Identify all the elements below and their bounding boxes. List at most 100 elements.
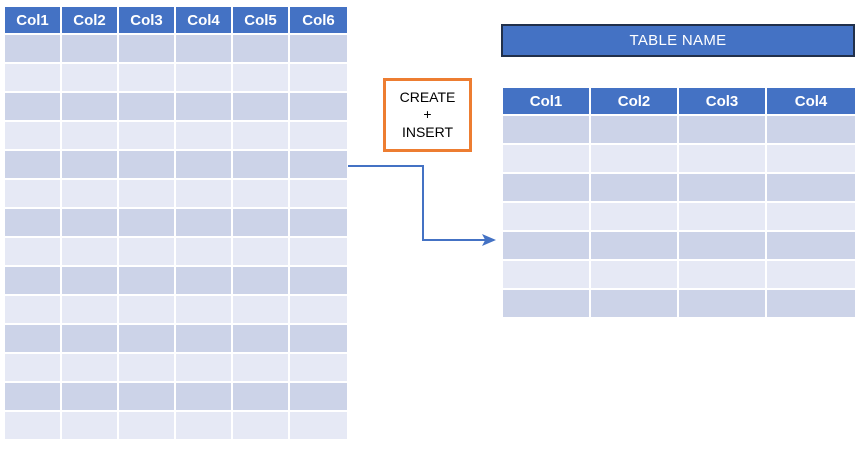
source-table-cell — [62, 383, 119, 412]
table-row — [5, 238, 347, 267]
source-table-cell — [290, 354, 347, 383]
source-data-table: Col1 Col2 Col3 Col4 Col5 Col6 — [5, 7, 347, 441]
source-column-header: Col3 — [119, 7, 176, 35]
source-table-cell — [290, 412, 347, 441]
target-table-cell — [767, 145, 855, 174]
source-table-cell — [5, 122, 62, 151]
source-table-cell — [233, 64, 290, 93]
source-table-cell — [233, 238, 290, 267]
table-name-banner: TABLE NAME — [501, 24, 855, 57]
source-table-cell — [176, 325, 233, 354]
table-row — [5, 180, 347, 209]
source-table-cell — [176, 64, 233, 93]
source-column-header: Col6 — [290, 7, 347, 35]
target-table-cell — [503, 232, 591, 261]
target-table-cell — [767, 232, 855, 261]
source-table-cell — [119, 325, 176, 354]
source-table-cell — [290, 151, 347, 180]
source-table-cell — [5, 238, 62, 267]
table-row — [5, 354, 347, 383]
source-table-cell — [176, 296, 233, 325]
source-table-cell — [176, 267, 233, 296]
source-table-cell — [119, 151, 176, 180]
target-table-cell — [767, 261, 855, 290]
flow-arrow-path — [348, 165, 496, 246]
table-row — [5, 209, 347, 238]
source-column-header: Col1 — [5, 7, 62, 35]
target-table-cell — [679, 116, 767, 145]
target-table-cell — [767, 203, 855, 232]
source-table-cell — [62, 296, 119, 325]
source-table-cell — [233, 267, 290, 296]
target-column-header: Col4 — [767, 88, 855, 116]
source-table-cell — [119, 93, 176, 122]
source-table-cell — [176, 383, 233, 412]
source-table-cell — [62, 412, 119, 441]
table-row — [5, 325, 347, 354]
source-table-cell — [62, 64, 119, 93]
source-column-header: Col2 — [62, 7, 119, 35]
source-table-cell — [290, 93, 347, 122]
source-table-cell — [233, 383, 290, 412]
table-row — [503, 290, 855, 319]
source-table-cell — [290, 325, 347, 354]
target-table-cell — [503, 290, 591, 319]
source-table-cell — [233, 35, 290, 64]
source-table-body — [5, 35, 347, 441]
source-table-cell — [119, 238, 176, 267]
target-table-cell — [767, 174, 855, 203]
create-insert-box[interactable]: CREATE + INSERT — [383, 78, 472, 152]
source-table-cell — [176, 354, 233, 383]
source-table-cell — [62, 354, 119, 383]
target-table-cell — [591, 116, 679, 145]
table-row — [5, 35, 347, 64]
source-table-cell — [176, 238, 233, 267]
source-table-cell — [119, 64, 176, 93]
source-table-cell — [233, 354, 290, 383]
table-row — [503, 116, 855, 145]
source-table-cell — [233, 209, 290, 238]
source-table-cell — [62, 238, 119, 267]
target-table-cell — [679, 232, 767, 261]
source-table-cell — [290, 267, 347, 296]
operation-line-create: CREATE — [399, 89, 456, 106]
target-table-cell — [767, 290, 855, 319]
operation-line-plus: + — [423, 106, 432, 123]
table-row — [5, 151, 347, 180]
source-table-cell — [290, 35, 347, 64]
source-table-header-row: Col1 Col2 Col3 Col4 Col5 Col6 — [5, 7, 347, 35]
source-table-cell — [176, 209, 233, 238]
source-table-cell — [119, 267, 176, 296]
source-table-cell — [176, 122, 233, 151]
source-table-cell — [119, 209, 176, 238]
source-table-cell — [176, 151, 233, 180]
source-table-cell — [119, 354, 176, 383]
table-row — [5, 122, 347, 151]
target-table-cell — [591, 145, 679, 174]
source-table-cell — [290, 238, 347, 267]
table-row — [5, 383, 347, 412]
table-row — [5, 412, 347, 441]
table-row — [5, 267, 347, 296]
source-table-cell — [5, 64, 62, 93]
table-row — [503, 145, 855, 174]
source-table-cell — [290, 64, 347, 93]
source-table-cell — [62, 209, 119, 238]
source-table-cell — [176, 93, 233, 122]
target-table-cell — [767, 116, 855, 145]
table-row — [5, 64, 347, 93]
table-row — [503, 232, 855, 261]
table-row — [5, 296, 347, 325]
source-table-cell — [119, 383, 176, 412]
target-table-cell — [503, 145, 591, 174]
source-table-cell — [290, 122, 347, 151]
table-row — [503, 203, 855, 232]
source-table-cell — [5, 354, 62, 383]
source-table-cell — [5, 325, 62, 354]
target-table-cell — [591, 174, 679, 203]
source-table-cell — [62, 122, 119, 151]
source-table-cell — [62, 151, 119, 180]
source-table-cell — [5, 209, 62, 238]
source-table-cell — [5, 267, 62, 296]
source-table-cell — [119, 296, 176, 325]
